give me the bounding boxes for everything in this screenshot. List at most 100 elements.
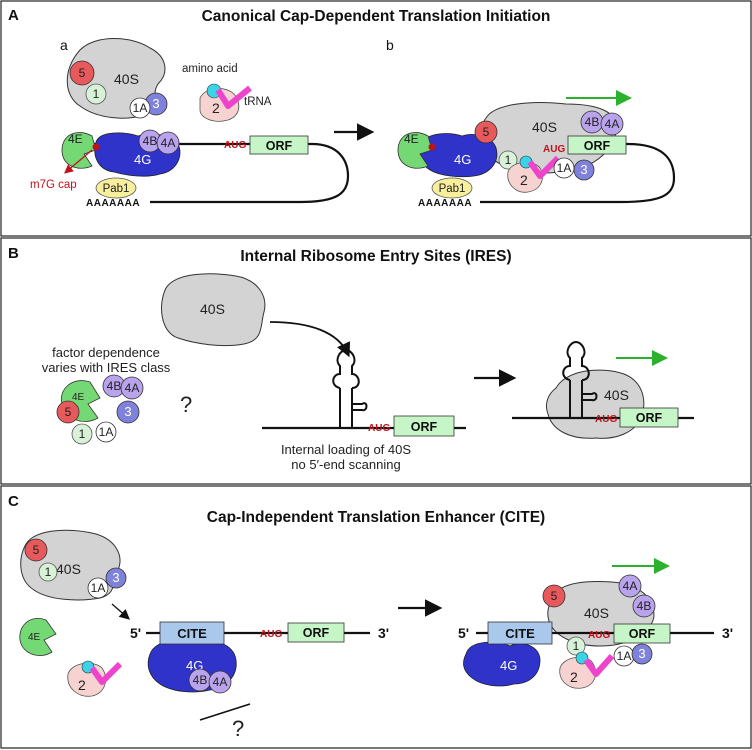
- orf-box-loaded: [619, 407, 679, 428]
- subpanel-b-label: b: [386, 37, 394, 53]
- orf-box-ires: [393, 415, 455, 437]
- aug-codon: AUG: [224, 140, 246, 151]
- pab1-label: Pab1: [103, 183, 130, 195]
- mrna-strand: [90, 142, 350, 204]
- eif1-label-c2: 1: [573, 639, 580, 653]
- aug-codon-ires: AUG: [368, 423, 390, 434]
- eif3-b: [573, 159, 595, 181]
- eif3-c: [105, 567, 127, 589]
- eif4g-label-c2: 4G: [500, 658, 517, 673]
- eif1a-c: [87, 577, 109, 599]
- eif1-c2: [566, 636, 586, 656]
- ires-stemloop-loaded: [562, 340, 598, 418]
- pab1: [95, 177, 137, 199]
- eif5-label-free: 5: [65, 405, 72, 419]
- eif4e: [61, 132, 97, 169]
- orf-label-ires: ORF: [411, 420, 438, 434]
- orf-box-c: [287, 622, 345, 643]
- orf-label-b: ORF: [584, 139, 611, 153]
- panel-a-letter: A: [8, 7, 19, 24]
- eif5-free: [56, 400, 80, 424]
- eif5-label: 5: [79, 66, 86, 80]
- eif1a-label-c: 1A: [91, 581, 106, 595]
- orf-label-c: ORF: [303, 626, 330, 640]
- trna-label: tRNA: [244, 96, 272, 108]
- eif4a-label-c2: 4A: [623, 579, 638, 593]
- m7g-cap: [92, 143, 100, 151]
- eif4g-label: 4G: [134, 152, 151, 167]
- aug-codon-c2: AUG: [588, 630, 610, 641]
- eif4e-label-c: 4E: [28, 632, 41, 643]
- cite-box: [159, 621, 225, 645]
- eif5: [69, 60, 95, 86]
- eif1-label: 1: [93, 87, 100, 101]
- eif1-b: [498, 150, 518, 170]
- eif1-free: [71, 423, 93, 445]
- eif1a-label-free: 1A: [99, 425, 114, 439]
- orf-box-c2: [613, 623, 671, 644]
- panel-c-title: Cap-Independent Translation Enhancer (CI…: [207, 509, 545, 526]
- eif4e-c: [19, 618, 57, 656]
- eif4b-label-c: 4B: [193, 673, 208, 687]
- eif1a-label-b: 1A: [557, 161, 572, 175]
- eif1a-label-c2: 1A: [617, 649, 632, 663]
- eif5-c2: [542, 584, 566, 608]
- eif4b-label: 4B: [143, 134, 158, 148]
- eif1-label-c: 1: [45, 565, 52, 579]
- eif3-label-free: 3: [124, 404, 131, 419]
- eif4a-free: [120, 376, 144, 400]
- five-prime-end: 5': [130, 625, 141, 641]
- orf-box: [249, 135, 309, 155]
- eif4g-label-b: 4G: [454, 152, 471, 167]
- panel-a-frame: [0, 0, 752, 237]
- eif1-label-free: 1: [79, 427, 86, 441]
- eif4e-label-free: 4E: [72, 392, 85, 403]
- eif2-label: 2: [212, 100, 220, 116]
- eif2-label-c2: 2: [570, 669, 578, 685]
- cite-box-loaded: [487, 621, 553, 645]
- eif1a-label: 1A: [133, 101, 148, 115]
- ribosome-label-c: 40S: [56, 561, 81, 577]
- pab1-label-b: Pab1: [439, 183, 466, 195]
- trna-c: [89, 661, 123, 685]
- eif4a-b: [600, 112, 624, 136]
- orf-label-loaded: ORF: [636, 411, 663, 425]
- poly-a-tail-b: AAAAAAA: [418, 198, 472, 209]
- eif4g-b: [419, 133, 498, 178]
- orf-label: ORF: [266, 139, 293, 153]
- eif4b-c2: [632, 594, 656, 618]
- eif4a-label-free: 4A: [125, 381, 140, 395]
- panel-c-letter: C: [8, 493, 19, 510]
- eif4e-b: [397, 132, 433, 169]
- eif1: [85, 83, 107, 105]
- eif3-label-b: 3: [580, 162, 587, 177]
- eif2-label-c: 2: [78, 677, 86, 693]
- cite-label: CITE: [177, 626, 207, 641]
- factor-dependence-line1: factor dependence: [52, 345, 160, 360]
- ribosome-label-cite: 40S: [584, 605, 609, 621]
- question-mark-c: ?: [232, 716, 244, 741]
- subpanel-a-label: a: [60, 37, 68, 53]
- eif5-label-c: 5: [33, 543, 40, 557]
- aug-codon-b: AUG: [543, 144, 565, 155]
- cap-pointer: [64, 149, 93, 174]
- eif4a-c: [208, 670, 232, 694]
- ribosome-label: 40S: [114, 71, 139, 87]
- three-prime-end-b: 3': [722, 625, 733, 641]
- eif3-c2: [631, 643, 653, 665]
- eif5-label-c2: 5: [551, 589, 558, 603]
- factor-dependence-line2: varies with IRES class: [42, 360, 171, 375]
- eif4a-label: 4A: [161, 136, 176, 150]
- loading-arrow: [269, 321, 351, 358]
- cite-label-loaded: CITE: [505, 626, 535, 641]
- internal-loading-line2: no 5′-end scanning: [291, 457, 400, 472]
- eif4a-label-c: 4A: [213, 675, 228, 689]
- eif4b-label-b: 4B: [585, 115, 600, 129]
- eif4a: [156, 131, 180, 155]
- three-prime-end: 3': [378, 625, 389, 641]
- eif1-c: [38, 562, 58, 582]
- eif4a-c2: [618, 574, 642, 598]
- amino-acid-label: amino acid: [182, 63, 238, 75]
- eif3-label: 3: [152, 96, 159, 111]
